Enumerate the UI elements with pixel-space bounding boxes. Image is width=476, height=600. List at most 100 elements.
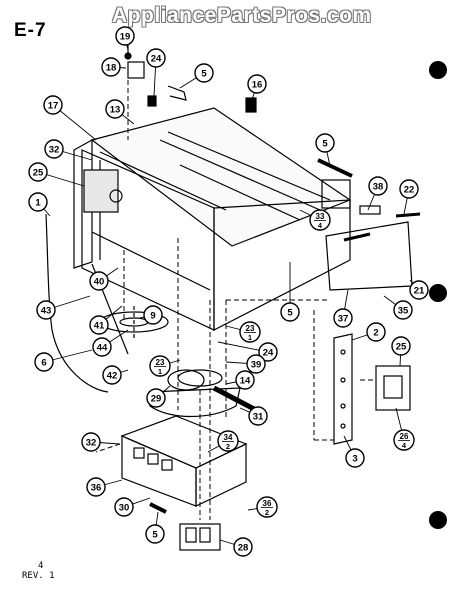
pulley-wheel (167, 369, 205, 391)
callout-c32a: 32 (44, 139, 64, 159)
callout-number: 16 (252, 80, 263, 91)
callout-leaders (37, 35, 420, 548)
callout-number: 38 (373, 182, 384, 193)
callout-number: 40 (94, 277, 105, 288)
callout-circle (239, 321, 261, 343)
callout-number: 6 (41, 358, 46, 369)
callout-circle (102, 365, 122, 385)
bracket-plate (333, 333, 353, 445)
bracket-hole (340, 403, 346, 409)
assembly-guides (95, 80, 376, 520)
callout-circle (256, 496, 278, 518)
callout-circle (333, 308, 353, 328)
callout-circle (34, 352, 54, 372)
callout-circle (233, 537, 253, 557)
binder-holes (429, 61, 447, 529)
callout-c17: 17 (43, 95, 63, 115)
clip-part (147, 95, 157, 107)
callout-quantity: 1 (248, 333, 252, 342)
callout-number: 3 (352, 454, 357, 465)
callout-circle (258, 342, 278, 362)
callout-circle (89, 271, 109, 291)
callout-circle (366, 322, 386, 342)
power-cord (45, 213, 109, 393)
callout-number: 13 (110, 105, 121, 116)
callout-number: 28 (238, 543, 249, 554)
callout-c41: 41 (89, 315, 109, 335)
callout-quantity: 1 (158, 367, 162, 376)
callout-c23b: 231 (149, 355, 171, 377)
callout-number: 17 (48, 101, 59, 112)
callout-circle (247, 74, 267, 94)
callout-c32b: 32 (81, 432, 101, 452)
callout-circle (248, 406, 268, 426)
callout-number: 21 (414, 286, 425, 297)
spacer-bar (149, 502, 167, 514)
callout-circle (393, 429, 415, 451)
callout-c43: 43 (36, 300, 56, 320)
callout-number: 31 (253, 412, 264, 423)
switch-terminal (383, 375, 403, 399)
callout-number: 24 (263, 348, 274, 359)
callout-number: 22 (404, 185, 415, 196)
door-latch (321, 179, 351, 209)
callout-number: 41 (94, 321, 105, 332)
callout-c5c: 5 (280, 302, 300, 322)
screw-head (124, 52, 132, 60)
callout-c25a: 25 (28, 162, 48, 182)
callout-c33: 334 (309, 209, 331, 231)
callout-c28: 28 (233, 537, 253, 557)
callout-c34: 342 (217, 430, 239, 452)
motor-terminal (199, 527, 211, 543)
callout-circle (391, 336, 411, 356)
callout-circle (28, 192, 48, 212)
bracket-hole (340, 423, 346, 429)
hinge-bracket (359, 205, 381, 215)
callout-number: 5 (287, 308, 293, 319)
callout-c16: 16 (247, 74, 267, 94)
callout-number: 36 (91, 483, 102, 494)
switch-bracket (127, 61, 145, 79)
callout-number: 37 (338, 314, 349, 325)
callout-circle (101, 57, 121, 77)
top-hardware (124, 42, 353, 178)
callout-c13: 13 (105, 99, 125, 119)
callout-c40: 40 (89, 271, 109, 291)
callout-number: 9 (150, 311, 155, 322)
callout-circle (86, 477, 106, 497)
callout-circle (44, 139, 64, 159)
callout-circle (399, 179, 419, 199)
callout-circle (409, 280, 429, 300)
callout-quantity: 2 (226, 442, 230, 451)
callout-c25b: 25 (391, 336, 411, 356)
hinge-strip (395, 212, 421, 218)
callout-c29: 29 (146, 388, 166, 408)
callout-circle (114, 497, 134, 517)
drive-motor (149, 502, 221, 551)
cabinet-front-panel (73, 138, 93, 269)
callout-c38b: 362 (256, 496, 278, 518)
callout-circle (246, 354, 266, 374)
fan-knob (109, 189, 123, 203)
base-slot (161, 459, 173, 471)
bracket-hole (340, 349, 346, 355)
callout-number: 1 (35, 198, 41, 209)
callout-circle (92, 337, 112, 357)
base-front (121, 435, 197, 507)
callout-c24b: 24 (258, 342, 278, 362)
callout-c2: 2 (366, 322, 386, 342)
callout-number: 24 (151, 54, 162, 65)
binder-hole-bottom (429, 511, 447, 529)
callout-number: 39 (251, 360, 262, 371)
callout-circle (105, 99, 125, 119)
callout-quantity: 4 (402, 441, 407, 450)
callout-number: 19 (120, 32, 131, 43)
binder-hole-top (429, 61, 447, 79)
callout-c24a: 24 (146, 48, 166, 68)
callout-c36: 36 (86, 477, 106, 497)
callout-c21: 21 (409, 280, 429, 300)
callout-c37: 37 (333, 308, 353, 328)
callout-circle (143, 305, 163, 325)
